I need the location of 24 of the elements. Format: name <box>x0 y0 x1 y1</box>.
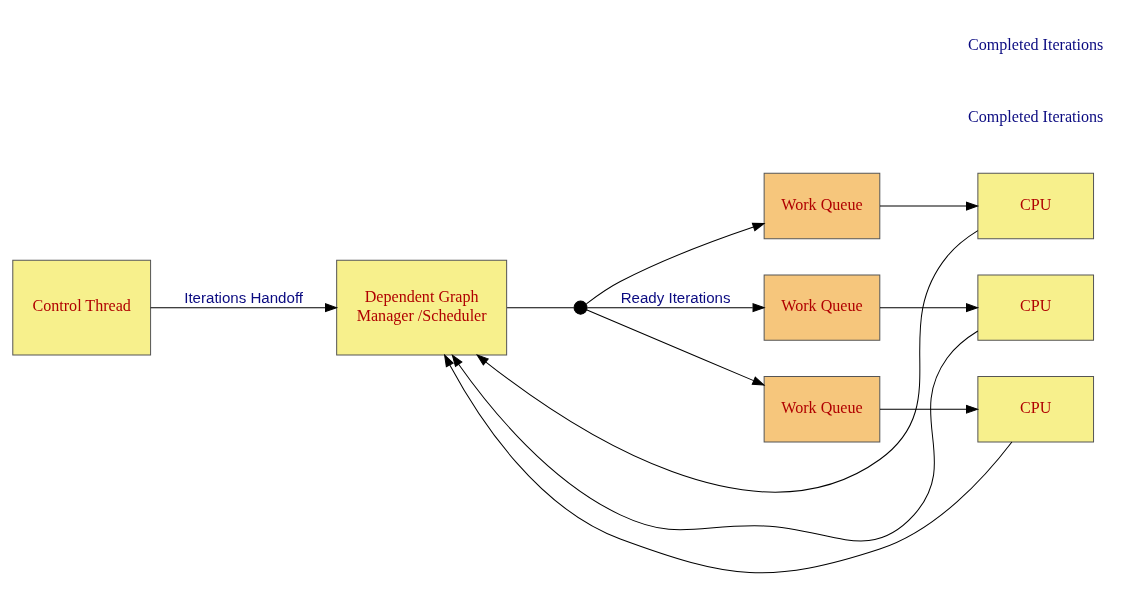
arrow <box>475 229 979 492</box>
node-box: Work Queue <box>763 172 881 239</box>
node-box: CPU <box>977 375 1095 442</box>
node-box: Dependent Graph Manager /Scheduler <box>336 259 508 355</box>
edge-label: Iterations Handoff <box>184 288 303 306</box>
arrow <box>586 308 766 386</box>
arrow <box>587 302 766 312</box>
arrow <box>879 404 980 414</box>
arrow <box>443 353 1013 573</box>
node-box: Work Queue <box>763 273 881 341</box>
connector <box>506 306 575 308</box>
node-box: Control Thread <box>12 259 152 355</box>
node-circle <box>573 300 588 315</box>
label: Completed Iterations <box>968 35 1104 53</box>
arrow <box>451 330 979 541</box>
label: Completed Iterations <box>968 107 1104 125</box>
node-box: Work Queue <box>763 375 881 442</box>
edge-label: Ready Iterations <box>620 288 731 306</box>
node-box: CPU <box>977 172 1095 239</box>
node-box: CPU <box>977 273 1095 341</box>
arrow <box>879 200 980 211</box>
arrow <box>585 222 766 304</box>
arrow <box>150 302 339 312</box>
arrow <box>879 302 980 312</box>
